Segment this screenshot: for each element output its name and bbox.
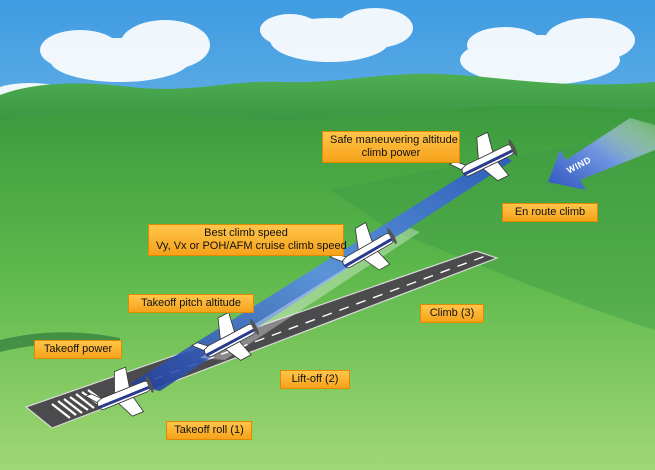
runway-centerline [119, 254, 489, 393]
label-best-climb-line2: Vy, Vx or POH/AFM cruise climb speed [156, 240, 347, 252]
label-safe-maneuvering-line2: climb power [361, 147, 421, 159]
clouds [0, 8, 635, 107]
aircraft-lift-off [190, 311, 260, 361]
label-takeoff-power: Takeoff power [34, 340, 122, 359]
wind-arrow [548, 118, 655, 190]
label-en-route-climb: En route climb [502, 203, 598, 222]
label-best-climb-line1: Best climb speed [204, 227, 288, 239]
label-safe-maneuvering-line1: Safe maneuvering altitude [330, 134, 458, 146]
aircraft-takeoff-roll [84, 366, 154, 417]
label-climb: Climb (3) [420, 304, 484, 323]
runway-threshold-marks [51, 389, 107, 419]
label-takeoff-pitch: Takeoff pitch altitude [128, 294, 254, 313]
label-lift-off: Lift-off (2) [280, 370, 350, 389]
aircraft-safe-maneuvering [448, 131, 518, 182]
label-best-climb: Best climb speed Vy, Vx or POH/AFM cruis… [148, 224, 347, 256]
label-safe-maneuvering: Safe maneuvering altitude climb power [322, 131, 460, 163]
label-takeoff-roll: Takeoff roll (1) [166, 421, 252, 440]
